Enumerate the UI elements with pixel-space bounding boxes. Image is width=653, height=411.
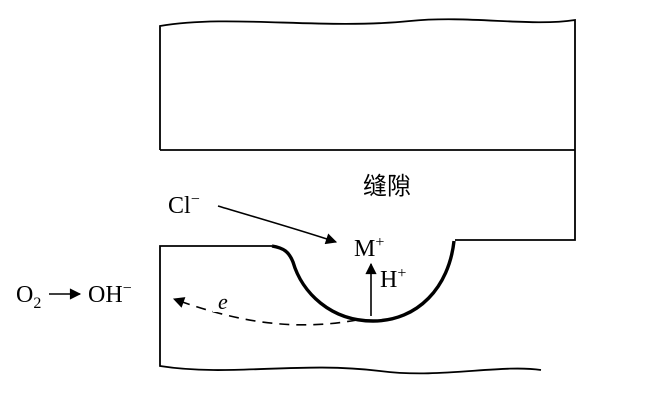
hydrogen-ion-superscript: + [397,265,406,282]
electron-label: e [218,289,228,314]
hydroxide-superscript: − [123,280,132,297]
oxygen-subscript: 2 [33,295,41,312]
metal-outline-lower [159,245,542,375]
metal-ion-superscript: + [375,234,384,251]
oxygen-base: O [16,282,33,308]
crevice-label: 缝隙 [363,173,411,200]
chloride-base: Cl [168,193,191,219]
metal-ion-base: M [354,236,375,262]
hydrogen-ion-base: H [380,267,397,293]
metal-ion-label: M+ [354,234,384,262]
metal-outline-upper [159,18,576,241]
chloride-superscript: − [191,191,200,208]
oxygen-label: O2 [16,282,41,312]
chloride-arrow [217,205,338,245]
corrosion-pit [271,240,456,323]
hydrogen-ion-label: H+ [380,265,406,293]
hydroxide-label: OH− [88,280,132,308]
electron-flow-arrow [172,297,358,326]
chloride-label: Cl− [168,191,200,219]
hydroxide-base: OH [88,282,123,308]
electron-label-mask [213,293,237,312]
